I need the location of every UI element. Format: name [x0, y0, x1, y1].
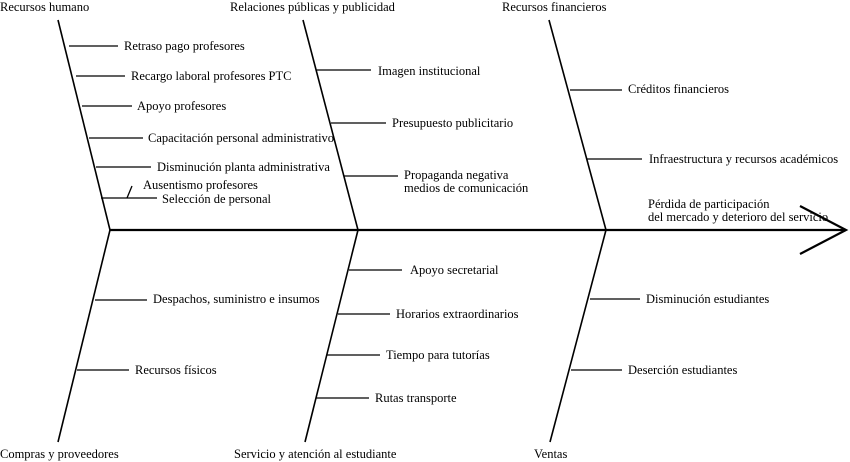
cause-label: Deserción estudiantes	[628, 363, 737, 377]
cause-label: Capacitación personal administrativo	[148, 131, 334, 145]
cause-label: Recargo laboral profesores PTC	[131, 69, 292, 83]
effect-label-line1: Pérdida de participación	[648, 197, 770, 211]
cause-label: Apoyo secretarial	[410, 263, 499, 277]
category-title-relaciones-publicas: Relaciones públicas y publicidad	[230, 0, 396, 14]
cause-label: Tiempo para tutorías	[386, 348, 490, 362]
category-title-ventas: Ventas	[534, 447, 567, 461]
bone-servicio-atencion	[304, 229, 359, 443]
cause-label: Apoyo profesores	[137, 99, 226, 113]
cause-label: Presupuesto publicitario	[392, 116, 513, 130]
cause-label: Horarios extraordinarios	[396, 307, 519, 321]
cause-label: Infraestructura y recursos académicos	[649, 152, 838, 166]
category-title-recursos-humano: Recursos humano	[0, 0, 89, 14]
bone-compras-proveedores	[57, 229, 111, 443]
cause-label: Propaganda negativa	[404, 168, 509, 182]
cause-label: Selección de personal	[162, 192, 272, 206]
category-title-recursos-financieros: Recursos financieros	[502, 0, 607, 14]
cause-label: Despachos, suministro e insumos	[153, 292, 320, 306]
category-title-compras-proveedores: Compras y proveedores	[0, 447, 119, 461]
cause-label: Rutas transporte	[375, 391, 457, 405]
cause-line	[126, 185, 133, 199]
cause-label: medios de comunicación	[404, 181, 529, 195]
bone-ventas	[549, 229, 607, 443]
cause-label: Disminución planta administrativa	[157, 160, 330, 174]
spine-arrowhead	[799, 205, 849, 255]
cause-label: Recursos físicos	[135, 363, 217, 377]
cause-label: Imagen institucional	[378, 64, 481, 78]
bone-relaciones-publicas	[302, 19, 359, 231]
bone-recursos-financieros	[548, 19, 607, 231]
bone-recursos-humano	[57, 19, 111, 231]
cause-label: Retraso pago profesores	[124, 39, 245, 53]
category-title-servicio-atencion: Servicio y atención al estudiante	[234, 447, 397, 461]
cause-label: Ausentismo profesores	[143, 178, 258, 192]
effect-label-line2: del mercado y deterioro del servicio	[648, 210, 828, 224]
cause-label: Disminución estudiantes	[646, 292, 769, 306]
cause-label: Créditos financieros	[628, 82, 729, 96]
